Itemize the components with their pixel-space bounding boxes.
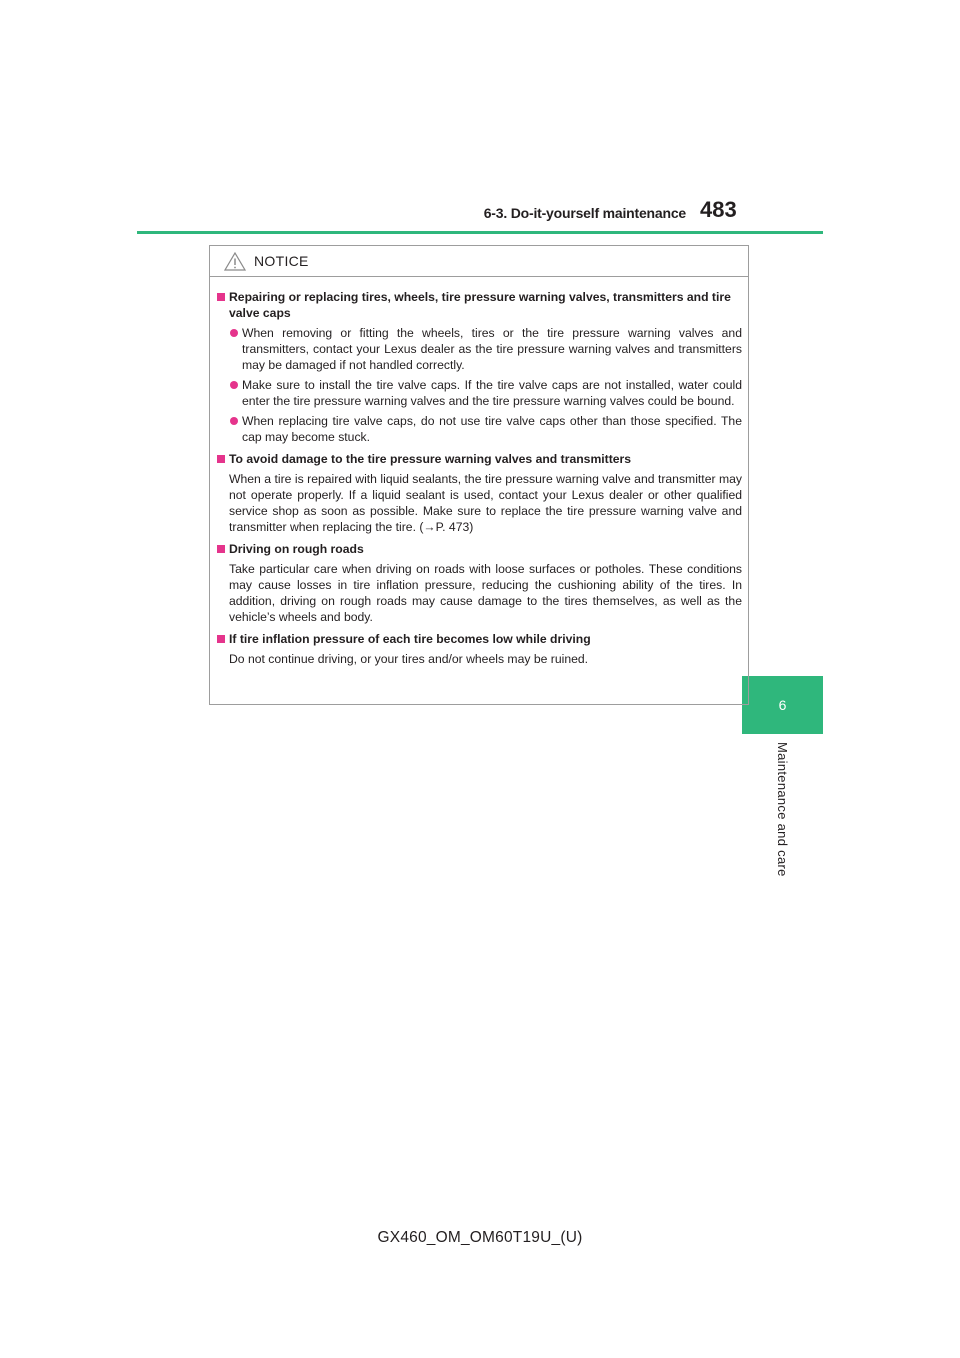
chapter-label: Maintenance and care <box>775 742 790 877</box>
section-heading-text: To avoid damage to the tire pressure war… <box>229 452 632 466</box>
warning-triangle-icon <box>224 251 246 271</box>
section-heading: Driving on rough roads <box>216 541 742 557</box>
section-heading-text: Repairing or replacing tires, wheels, ti… <box>229 290 731 320</box>
round-bullet-icon <box>230 417 238 425</box>
list-item: When removing or fitting the wheels, tir… <box>216 325 742 373</box>
round-bullet-icon <box>230 329 238 337</box>
document-code: GX460_OM_OM60T19U_(U) <box>377 1229 583 1246</box>
notice-section: If tire inflation pressure of each tire … <box>216 631 742 667</box>
chapter-tab[interactable]: 6 <box>742 676 823 734</box>
section-heading-text: Driving on rough roads <box>229 542 364 556</box>
chapter-number: 6 <box>778 697 787 713</box>
list-item-text: When replacing tire valve caps, do not u… <box>242 414 742 444</box>
notice-section: Repairing or replacing tires, wheels, ti… <box>216 289 742 445</box>
notice-section: To avoid damage to the tire pressure war… <box>216 451 742 535</box>
section-paragraph: Do not continue driving, or your tires a… <box>229 652 589 666</box>
square-bullet-icon <box>217 545 225 553</box>
list-item: When replacing tire valve caps, do not u… <box>216 413 742 445</box>
notice-header: NOTICE <box>210 246 748 277</box>
page-number: 483 <box>700 197 737 222</box>
section-heading: Repairing or replacing tires, wheels, ti… <box>216 289 742 321</box>
header-divider <box>137 231 823 234</box>
notice-box: NOTICE Repairing or replacing tires, whe… <box>209 245 749 705</box>
list-item-text: Make sure to install the tire valve caps… <box>242 378 742 408</box>
section-title: 6-3. Do-it-yourself maintenance <box>483 205 686 221</box>
square-bullet-icon <box>217 635 225 643</box>
notice-section: Driving on rough roads Take particular c… <box>216 541 742 625</box>
section-heading-text: If tire inflation pressure of each tire … <box>229 632 591 646</box>
section-paragraph: When a tire is repaired with liquid seal… <box>229 472 742 534</box>
section-heading: To avoid damage to the tire pressure war… <box>216 451 742 467</box>
list-item: Make sure to install the tire valve caps… <box>216 377 742 409</box>
square-bullet-icon <box>217 293 225 301</box>
square-bullet-icon <box>217 455 225 463</box>
section-paragraph: Take particular care when driving on roa… <box>229 562 742 624</box>
section-heading: If tire inflation pressure of each tire … <box>216 631 742 647</box>
list-item-text: When removing or fitting the wheels, tir… <box>242 326 742 372</box>
notice-title: NOTICE <box>254 253 309 269</box>
round-bullet-icon <box>230 381 238 389</box>
notice-body: Repairing or replacing tires, wheels, ti… <box>210 277 748 667</box>
